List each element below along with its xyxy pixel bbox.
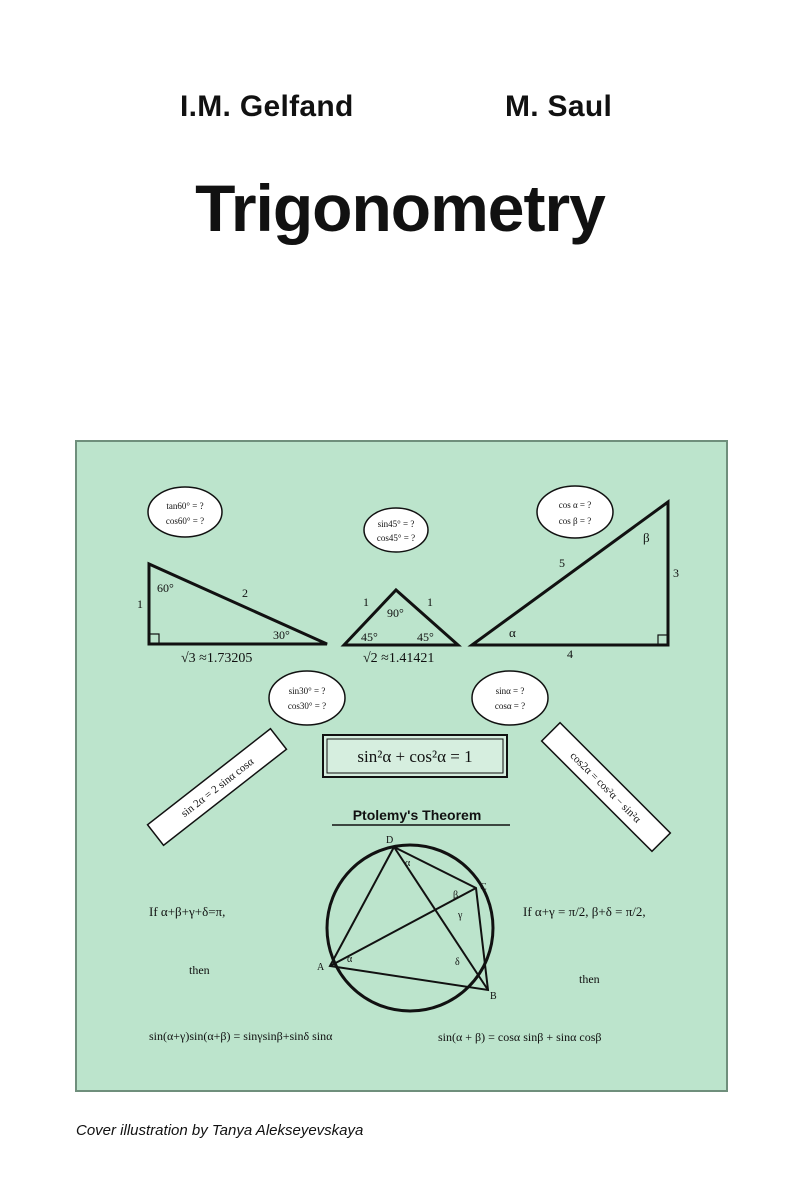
ribbon-right-text: cos2α = cos²α − sin²α [567,750,643,826]
triangle-345: α β 5 3 4 [467,499,679,661]
angle-90: 90° [387,606,404,620]
caption-root3: √3 ≈1.73205 [181,651,252,666]
point-d: D [386,835,393,846]
cloud-alpha-line1: sinα = ? [496,686,525,696]
side-4: 4 [567,647,573,661]
book-title: Trigonometry [195,171,606,245]
right-then: then [579,972,600,986]
cover-credit: Cover illustration by Tanya Alekseyevska… [76,1122,364,1139]
left-condition: If α+β+γ+δ=π, [149,904,225,919]
cloud-60: tan60° = ? cos60° = ? [147,486,223,538]
cloud-345-line1: cos α = ? [559,500,592,510]
angle-45-right: 45° [417,630,434,644]
cloud-45-line1: sin45° = ? [378,519,415,529]
right-formula: sin(α + β) = cosα sinβ + sinα cosβ [438,1030,601,1044]
angle-alpha: α [509,625,516,640]
angle-30: 30° [273,628,290,642]
angle-gamma-circle: γ [457,910,463,921]
identity-formula: sin²α + cos²α = 1 [357,747,472,766]
left-then: then [189,963,210,977]
point-c: C [480,882,487,893]
cloud-alpha-line2: cosα = ? [495,701,525,711]
left-formula: sin(α+γ)sin(α+β) = sinγsinβ+sinδ sinα [149,1029,333,1043]
side-2: 2 [242,586,248,600]
angle-beta-circle: β [453,890,458,901]
ptolemy-diagram: D C B A α β γ δ α [317,835,497,1013]
cloud-345: cos α = ? cos β = ? [536,485,614,539]
side-3: 3 [673,566,679,580]
angle-beta: β [643,530,650,545]
cover-illustration: 60° 30° 1 2 √3 ≈1.73205 tan60° = ? cos60… [75,440,728,1092]
angle-alpha-lower: α [347,954,353,965]
cloud-30-line1: sin30° = ? [289,686,326,696]
side-1: 1 [137,597,143,611]
cloud-30-line2: cos30° = ? [288,701,326,711]
point-b: B [490,991,497,1002]
triangle-30-60: 60° 30° 1 2 √3 ≈1.73205 [137,561,328,666]
side-5: 5 [559,556,565,570]
side-left-1: 1 [363,595,369,609]
author-saul: M. Saul [505,90,613,123]
ptolemy-heading: Ptolemy's Theorem [353,807,482,823]
point-a: A [317,962,325,973]
cloud-60-line1: tan60° = ? [166,501,203,511]
angle-60: 60° [157,581,174,595]
cloud-alpha: sinα = ? cosα = ? [471,670,549,726]
angle-delta-circle: δ [455,957,460,968]
angle-alpha-circle: α [405,858,411,869]
caption-root2: √2 ≈1.41421 [363,651,434,666]
cloud-345-line2: cos β = ? [559,516,591,526]
cloud-45: sin45° = ? cos45° = ? [363,507,429,553]
identity-box: sin²α + cos²α = 1 [322,734,508,778]
ribbon-right: cos2α = cos²α − sin²α [540,721,672,853]
cloud-45-line2: cos45° = ? [377,533,415,543]
cloud-30: sin30° = ? cos30° = ? [268,670,346,726]
ribbon-left: sin 2α = 2 sinα cosα [146,727,288,847]
cloud-60-line2: cos60° = ? [166,516,204,526]
triangle-45: 90° 45° 45° 1 1 √2 ≈1.41421 [340,587,462,666]
author-gelfand: I.M. Gelfand [180,90,354,123]
side-right-1: 1 [427,595,433,609]
ribbon-left-text: sin 2α = 2 sinα cosα [179,756,256,820]
right-condition: If α+γ = π/2, β+δ = π/2, [523,904,646,919]
angle-45-left: 45° [361,630,378,644]
